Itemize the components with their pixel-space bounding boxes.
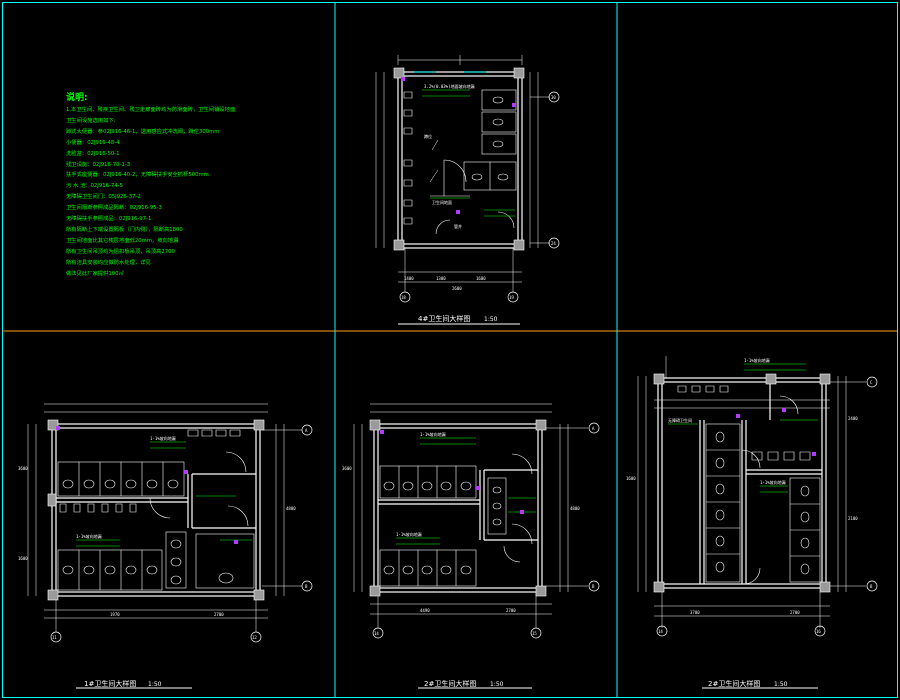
notes-line: 无障碍卫生间门：05J926-37-2 — [66, 194, 141, 201]
notes-line: 卫生间设施选用如下: — [66, 117, 116, 124]
notes-line: 残卫设施：02J916-70-1-3 — [66, 161, 131, 168]
plan-2-note-b: 1-1%坡向地漏 — [396, 531, 422, 537]
notes-line: 1.本卫生间、残疾卫生间、残卫走廊面砖均为防滑面砖，卫生间铺设地面 — [66, 107, 236, 113]
notes-title: 说明: — [66, 93, 88, 103]
plan-3-floorplan — [637, 356, 878, 689]
plan-1-dim-d: 1600 — [18, 556, 28, 561]
plan-2-grid-right: 15 — [532, 631, 537, 636]
plan-1-dim-b: 2700 — [214, 612, 224, 617]
plan-3-grid-left: 14 — [658, 629, 663, 634]
notes-line: 所有洁具安装均应做防水处理，详见 — [66, 259, 151, 266]
plan-1-dim-a: 1970 — [110, 612, 120, 617]
plan-4-grid-left: 18 — [401, 295, 406, 300]
plan-2-grid-top: A — [592, 426, 595, 431]
plan-2-dim-c: 3600 — [342, 466, 352, 471]
notes-line: 卫生间隔断参照成品隔断：02J916-95-3 — [66, 205, 162, 212]
notes-line: 污 水 池：02J916-74-5 — [66, 183, 123, 190]
plan-4-note-stall: 蹲位 — [424, 133, 432, 139]
plan-4-dim-total: 2600 — [452, 286, 462, 291]
notes-line: 洗脸盆：02J916-50-1 — [66, 150, 120, 157]
plan-2-title: 2#卫生间大样图 — [424, 679, 476, 688]
plan-4-note-slope: 3.2%(0.03%)地面坡向地漏 — [424, 83, 475, 89]
plan-4-title: 4#卫生间大样图 — [418, 314, 470, 323]
plan-3-note-c: 无障碍卫生间 — [668, 417, 692, 423]
plan-3-dim-height-b: 2100 — [848, 516, 858, 521]
plan-3-dim-a: 3700 — [690, 610, 700, 615]
notes-line: 所有卫生间吊顶均为铝扣板吊顶，吊顶高2700 — [66, 248, 175, 255]
plan-3-note-b: 1-1%坡向地漏 — [760, 479, 786, 485]
plan-1-floorplan — [27, 403, 313, 689]
plan-4-grid-bottom: 24 — [551, 241, 556, 246]
plan-2-grid-bottom: B — [592, 584, 595, 589]
notes-line: 所有隔断上下端设置隔板（门内侧），隔断高1800 — [66, 226, 183, 233]
plan-3-dim-b: 2700 — [790, 610, 800, 615]
plan-4-scale: 1:50 — [484, 316, 498, 323]
notes-line: 卫生间地面比其它楼层地面低20mm，坡向地漏 — [66, 237, 179, 244]
plan-1-title: 1#卫生间大样图 — [84, 679, 136, 688]
plan-3-grid-top: C — [870, 380, 873, 385]
plan-1-note-a: 1-1%坡向地漏 — [150, 435, 176, 441]
plan-1-dim-height: 4800 — [286, 506, 296, 511]
plan-1-grid-bottom: B — [305, 584, 308, 589]
design-notes: 说明: 1.本卫生间、残疾卫生间、残卫走廊面砖均为防滑面砖，卫生间铺设地面 卫生… — [66, 92, 326, 280]
notes-line: 蹲式大便器：参02J916-46-1，选用感应式冲洗阀，蹲位300mm — [66, 128, 220, 135]
plan-2-dim-a: 4490 — [420, 608, 430, 613]
plan-4-floorplan — [375, 55, 560, 325]
plan-3-grid-right: 16 — [816, 629, 821, 634]
plan-3-dim-c: 1600 — [626, 476, 636, 481]
plan-3-title: 2#卫生间大样图 — [708, 679, 760, 688]
plan-3-grid-bottom: B — [870, 584, 873, 589]
notes-line: 做法见此厂家提供100㎡ — [66, 270, 124, 277]
plan-1-note-b: 1-1%坡向地漏 — [76, 533, 102, 539]
notes-line: 扶手式座便器：02J916-40-2，无障碍扶手安全抓杆500mm — [66, 172, 209, 179]
plan-4-grid-top: 30 — [551, 95, 556, 100]
plan-4-dim-b: 1300 — [436, 276, 446, 281]
plan-1-grid-right: 12 — [252, 635, 257, 640]
plan-1-dim-c: 3600 — [18, 466, 28, 471]
plan-1-grid-left: 11 — [52, 635, 57, 640]
plan-2-note-a: 1-1%坡向地漏 — [420, 431, 446, 437]
plan-2-dim-b: 2700 — [506, 608, 516, 613]
plan-2-dim-height: 4800 — [570, 506, 580, 511]
plan-2-grid-left: 14 — [374, 631, 379, 636]
plan-2-floorplan — [353, 403, 600, 689]
plan-4-dim-a: 1400 — [404, 276, 414, 281]
plan-4-note-floor: 卫生间地面 — [432, 199, 452, 205]
plan-2-scale: 1:50 — [490, 681, 504, 688]
plan-4-grid-right: 19 — [509, 295, 514, 300]
plan-1-grid-top: A — [305, 428, 308, 433]
plan-3-dim-height-a: 2400 — [848, 416, 858, 421]
plan-3-scale: 1:50 — [774, 681, 788, 688]
notes-line: 小便器：02J916-48-4 — [66, 139, 120, 146]
notes-line: 无障碍扶手参照成品：02J916-97-1 — [66, 216, 152, 223]
plan-4-note-shaft: 管井 — [454, 223, 462, 229]
plan-4-dim-c: 1600 — [476, 276, 486, 281]
plan-3-note-a: 1-1%坡向地漏 — [744, 357, 770, 363]
plan-1-scale: 1:50 — [148, 681, 162, 688]
